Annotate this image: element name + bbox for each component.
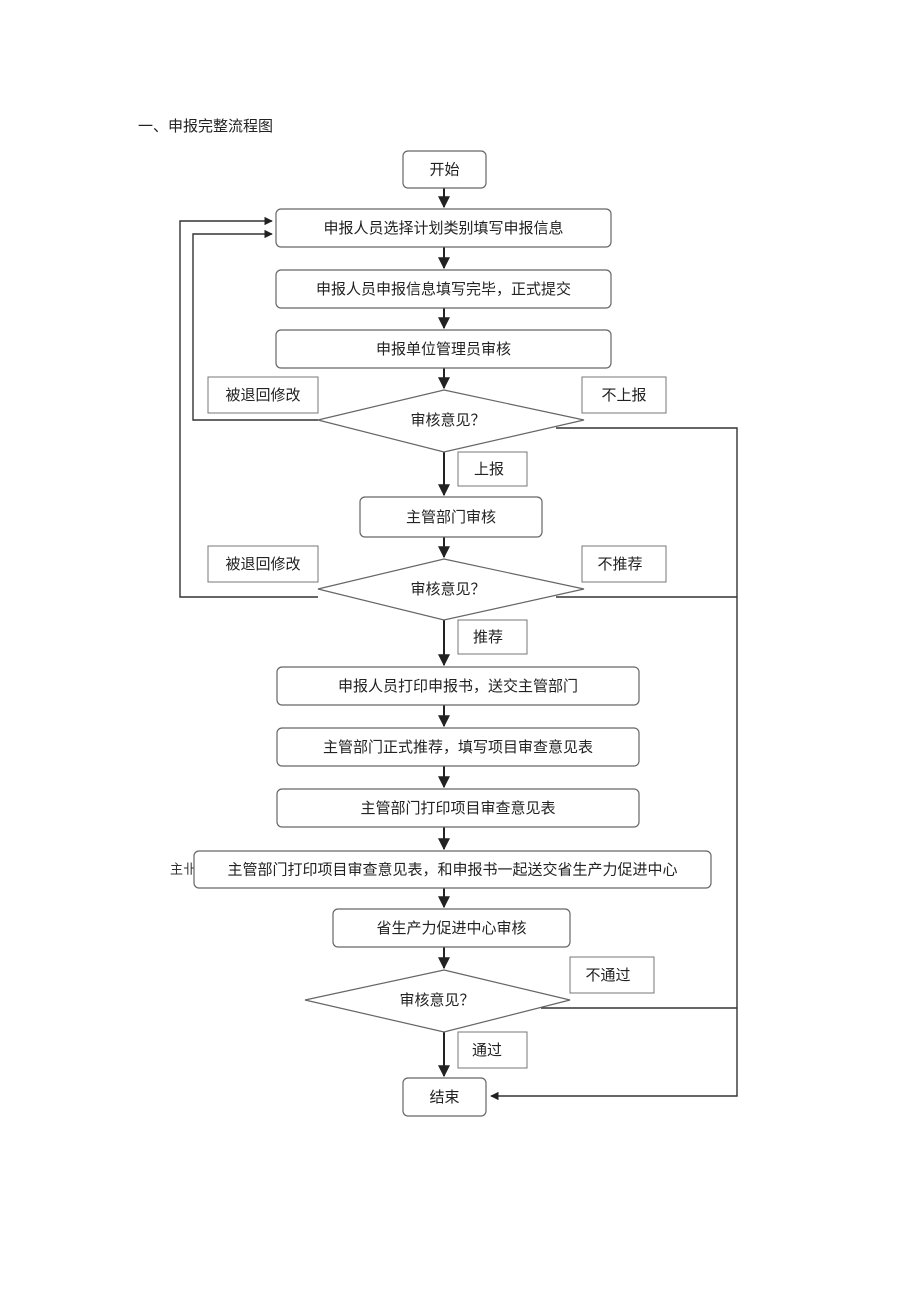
tag-returned-2: 被退回修改: [207, 545, 319, 583]
step-print-application-label: 申报人员打印申报书，送交主管部门: [338, 677, 578, 695]
step-submit-label: 申报人员申报信息填写完毕，正式提交: [316, 280, 571, 298]
step-dept-print-form-label: 主管部门打印项目审查意见表: [360, 799, 555, 817]
tag-pass: 通过: [457, 1031, 528, 1069]
tag-not-recommend-label: 不推荐: [597, 555, 642, 573]
step-center-review-label: 省生产力促进中心审核: [376, 919, 526, 937]
start-node: 开始: [402, 150, 487, 189]
tag-returned-1: 被退回修改: [207, 376, 319, 414]
step-dept-review-label: 主管部门审核: [406, 508, 496, 526]
tag-recommend: 推荐: [457, 619, 528, 655]
return-loops: [179, 216, 318, 598]
step-unit-review: 申报单位管理员审核: [275, 329, 612, 369]
tag-pass-label: 通过: [472, 1041, 502, 1059]
start-label: 开始: [429, 161, 459, 179]
page-heading: 一、申报完整流程图: [138, 117, 274, 135]
tag-recommend-label: 推荐: [473, 628, 503, 646]
tag-report: 上报: [457, 451, 528, 487]
step-dept-print-form: 主管部门打印项目审查意见表: [276, 788, 640, 828]
step-dept-recommend-label: 主管部门正式推荐，填写项目审查意见表: [323, 738, 593, 756]
tag-report-label: 上报: [474, 460, 504, 478]
decision-2: 审核意见？: [317, 558, 585, 621]
tag-not-pass-label: 不通过: [585, 966, 630, 984]
decision-2-label: 审核意见？: [410, 580, 485, 598]
tag-not-report-label: 不上报: [601, 386, 646, 404]
end-node: 结束: [402, 1077, 487, 1117]
step-submit: 申报人员申报信息填写完毕，正式提交: [275, 269, 612, 309]
step-fill-info-label: 申报人员选择计划类别填写申报信息: [323, 219, 563, 237]
reject-lines: [490, 427, 738, 1101]
step-dept-send-label: 主管部门打印项目审查意见表，和申报书一起送交省生产力促进中心: [227, 861, 677, 879]
clipped-text: 主卝: [170, 863, 196, 878]
decision-3-label: 审核意见？: [399, 991, 474, 1009]
step-dept-send: 主卝 主管部门打印项目审查意见表，和申报书一起送交省生产力促进中心: [170, 850, 712, 889]
decision-1: 审核意见？: [317, 389, 585, 453]
step-unit-review-label: 申报单位管理员审核: [376, 340, 511, 358]
tag-returned-1-label: 被退回修改: [225, 386, 300, 404]
tag-not-recommend: 不推荐: [581, 545, 667, 583]
tag-not-pass: 不通过: [569, 956, 655, 994]
step-center-review: 省生产力促进中心审核: [332, 908, 571, 948]
tag-not-report: 不上报: [581, 376, 667, 414]
decision-3: 审核意见？: [304, 969, 571, 1033]
decision-1-label: 审核意见？: [410, 411, 485, 429]
step-fill-info: 申报人员选择计划类别填写申报信息: [275, 208, 612, 248]
tag-returned-2-label: 被退回修改: [225, 555, 300, 573]
step-dept-review: 主管部门审核: [359, 496, 543, 538]
step-dept-recommend: 主管部门正式推荐，填写项目审查意见表: [276, 727, 640, 767]
step-print-application: 申报人员打印申报书，送交主管部门: [276, 666, 640, 706]
end-label: 结束: [429, 1088, 459, 1106]
